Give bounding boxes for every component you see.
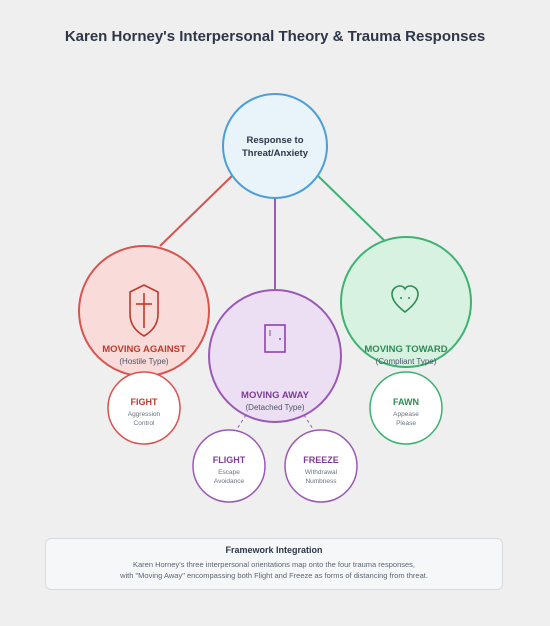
fawn-node: FAWN Appease Please <box>369 371 443 445</box>
connector-toward <box>313 171 391 247</box>
fight-line2: Control <box>134 420 156 427</box>
shield-cross-icon <box>129 284 159 337</box>
moving-against-title: MOVING AGAINST <box>102 344 186 355</box>
root-node: Response to Threat/Anxiety <box>222 93 328 199</box>
heart-face-icon <box>391 285 419 314</box>
fight-line1: Aggression <box>128 411 161 418</box>
freeze-title: FREEZE <box>303 455 339 465</box>
moving-toward-subtitle: (Compliant Type) <box>376 357 437 366</box>
freeze-node: FREEZE Withdrawal Numbness <box>284 429 358 503</box>
moving-against-node: MOVING AGAINST (Hostile Type) <box>78 245 210 377</box>
moving-against-subtitle: (Hostile Type) <box>119 357 169 366</box>
framework-integration-title: Framework Integration <box>225 545 323 555</box>
moving-away-subtitle: (Detached Type) <box>246 403 305 412</box>
fawn-line1: Appease <box>393 411 419 418</box>
freeze-line2: Numbness <box>305 478 337 485</box>
flight-line1: Escape <box>218 469 240 476</box>
moving-away-title: MOVING AWAY <box>241 390 310 401</box>
moving-away-node: MOVING AWAY (Detached Type) <box>208 289 342 423</box>
flight-node: FLIGHT Escape Avoidance <box>192 429 266 503</box>
connector-flight <box>234 414 247 433</box>
connector-freeze <box>303 414 316 433</box>
door-icon <box>264 324 286 353</box>
framework-integration-box: Framework Integration Karen Horney's thr… <box>45 538 503 590</box>
page-title: Karen Horney's Interpersonal Theory & Tr… <box>65 28 485 45</box>
framework-integration-line1: Karen Horney's three interpersonal orien… <box>132 560 415 569</box>
flight-title: FLIGHT <box>213 455 246 465</box>
framework-integration-line2: with "Moving Away" encompassing both Fli… <box>120 571 428 580</box>
flight-line2: Avoidance <box>214 478 245 485</box>
freeze-line1: Withdrawal <box>305 469 338 476</box>
fawn-line2: Please <box>396 420 416 427</box>
moving-toward-title: MOVING TOWARD <box>364 344 447 355</box>
fawn-title: FAWN <box>393 397 419 407</box>
fight-title: FIGHT <box>131 397 158 407</box>
root-label-line2: Threat/Anxiety <box>242 148 309 159</box>
fight-node: FIGHT Aggression Control <box>107 371 181 445</box>
moving-toward-node: MOVING TOWARD (Compliant Type) <box>340 236 472 368</box>
connector-against <box>159 171 237 247</box>
root-label-line1: Response to <box>246 135 303 146</box>
